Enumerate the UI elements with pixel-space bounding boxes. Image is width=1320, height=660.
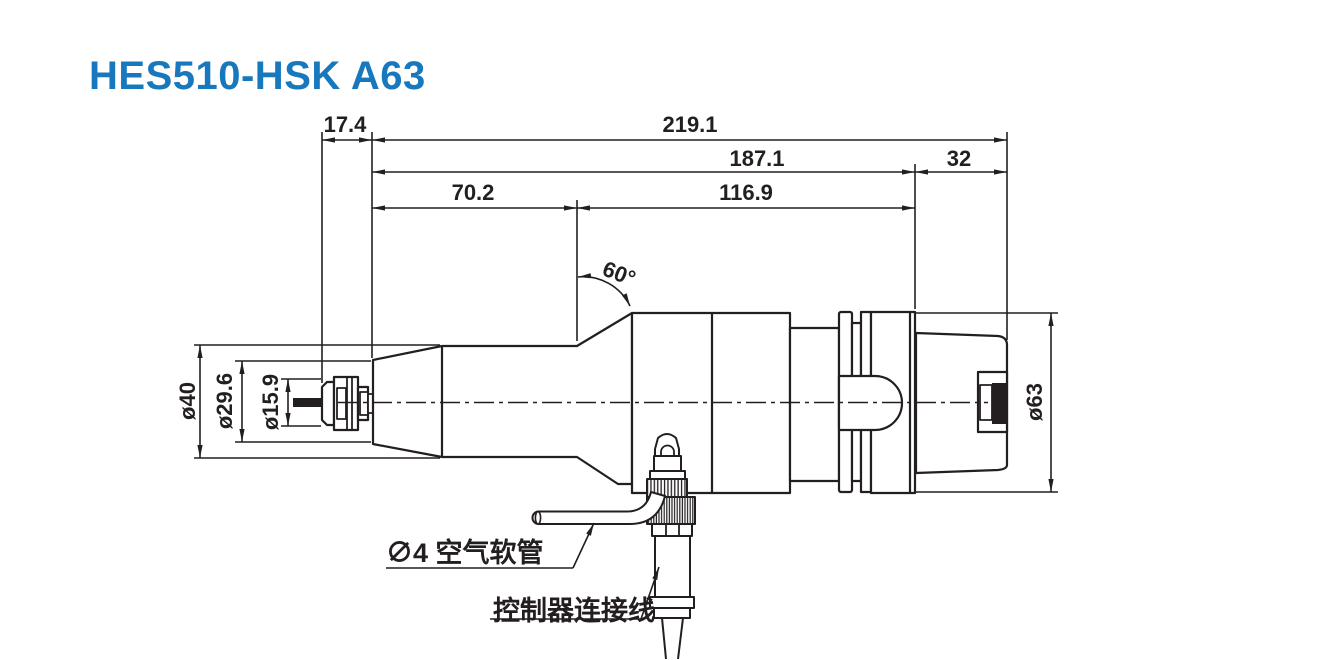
controller-cable-label: 控制器连接线 <box>493 596 655 626</box>
connector-assembly <box>646 433 696 660</box>
connector-body <box>654 535 691 598</box>
page-title: HES510-HSK A63 <box>89 54 426 98</box>
cable <box>661 617 667 660</box>
neck <box>788 326 841 483</box>
angle-arc <box>577 273 631 307</box>
dim-flange-diameter: ø63 <box>1022 383 1047 421</box>
air-hose-label: ∅4 空气软管 <box>386 538 544 568</box>
dim-nose-length: 70.2 <box>451 180 495 205</box>
drawbar-plug <box>992 383 1008 424</box>
dim-shank-length: 32 <box>946 146 972 171</box>
collet-chuck <box>293 375 374 432</box>
tool-bit <box>293 398 322 407</box>
dim-housing-length: 116.9 <box>719 180 773 205</box>
dim-overall-length: 219.1 <box>662 112 718 137</box>
dim-collet-overhang: 17.4 <box>323 112 367 137</box>
air-hose <box>531 490 667 525</box>
dim-body-length: 187.1 <box>729 146 785 171</box>
grip-notch <box>837 374 904 432</box>
dim-collet-nose-diameter: ø15.9 <box>258 373 283 431</box>
nose-housing <box>371 311 634 486</box>
dimension-lines <box>194 132 1058 620</box>
dim-nose-diameter: ø40 <box>175 382 200 420</box>
leader-lines <box>386 522 660 620</box>
dim-front-diameter: ø29.6 <box>212 372 237 430</box>
